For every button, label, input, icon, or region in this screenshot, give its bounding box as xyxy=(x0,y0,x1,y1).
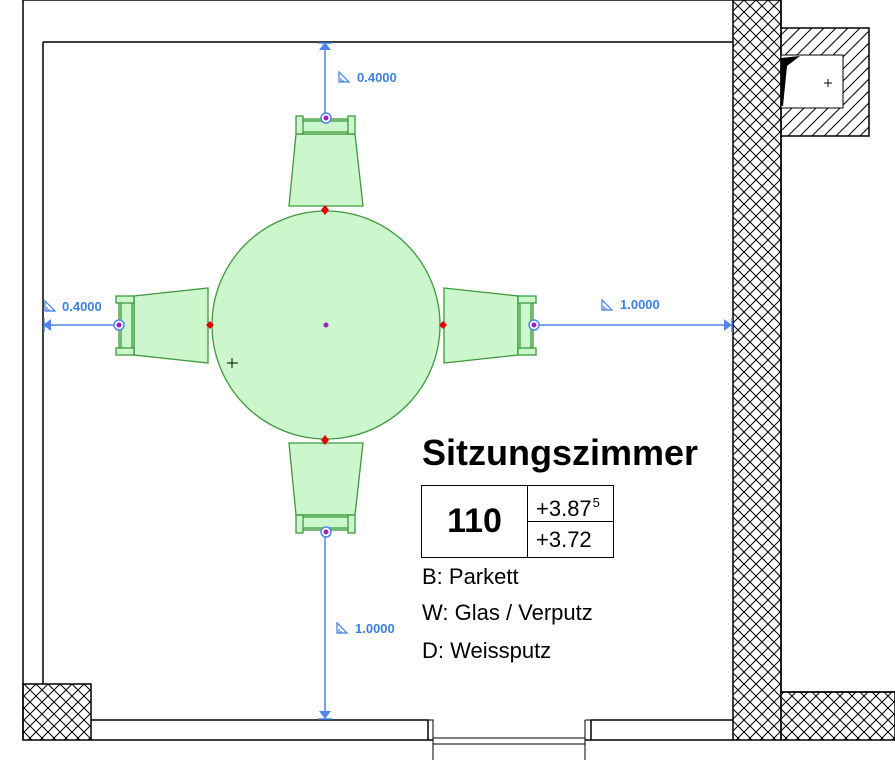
bottom-left-column xyxy=(22,683,92,741)
finish-walls: W: Glas / Verputz xyxy=(422,600,593,625)
dim-top-value: 0.4000 xyxy=(357,70,397,85)
right-wall-hatched xyxy=(732,0,782,741)
dimension-lines[interactable] xyxy=(43,42,733,720)
level-upper-sup: 5 xyxy=(592,495,600,510)
right-bottom-wall-hatched xyxy=(780,691,895,741)
table-center-point[interactable] xyxy=(323,322,329,328)
chair-right[interactable] xyxy=(443,287,537,364)
dim-label-left: 0.4000 xyxy=(44,299,102,314)
room-name[interactable]: Sitzungszimmer xyxy=(422,432,699,473)
level-upper: +3.875 xyxy=(528,486,613,522)
edit-hotspots[interactable] xyxy=(205,205,447,445)
dim-bottom-value: 1.0000 xyxy=(355,621,395,636)
room-stamp[interactable]: 110 +3.875 +3.72 xyxy=(421,485,614,558)
dim-label-right: 1.0000 xyxy=(601,297,660,312)
dim-endpoint-markers[interactable] xyxy=(113,112,540,538)
chair-bottom[interactable] xyxy=(288,442,364,534)
room-number: 110 xyxy=(422,486,528,557)
dim-label-bottom: 1.0000 xyxy=(336,621,395,636)
walls xyxy=(22,0,895,760)
crosshair-cursor xyxy=(227,358,238,368)
dim-right-value: 1.0000 xyxy=(620,297,660,312)
finish-floor: B: Parkett xyxy=(422,564,519,589)
chair-top[interactable] xyxy=(288,115,364,207)
finish-ceiling: D: Weissputz xyxy=(422,638,552,663)
chair-left[interactable] xyxy=(115,287,209,364)
dim-left-value: 0.4000 xyxy=(62,299,102,314)
dim-label-top: 0.4000 xyxy=(338,70,397,85)
shaft[interactable] xyxy=(780,27,870,137)
level-lower: +3.72 xyxy=(536,527,592,552)
level-upper-value: +3.87 xyxy=(536,496,592,521)
